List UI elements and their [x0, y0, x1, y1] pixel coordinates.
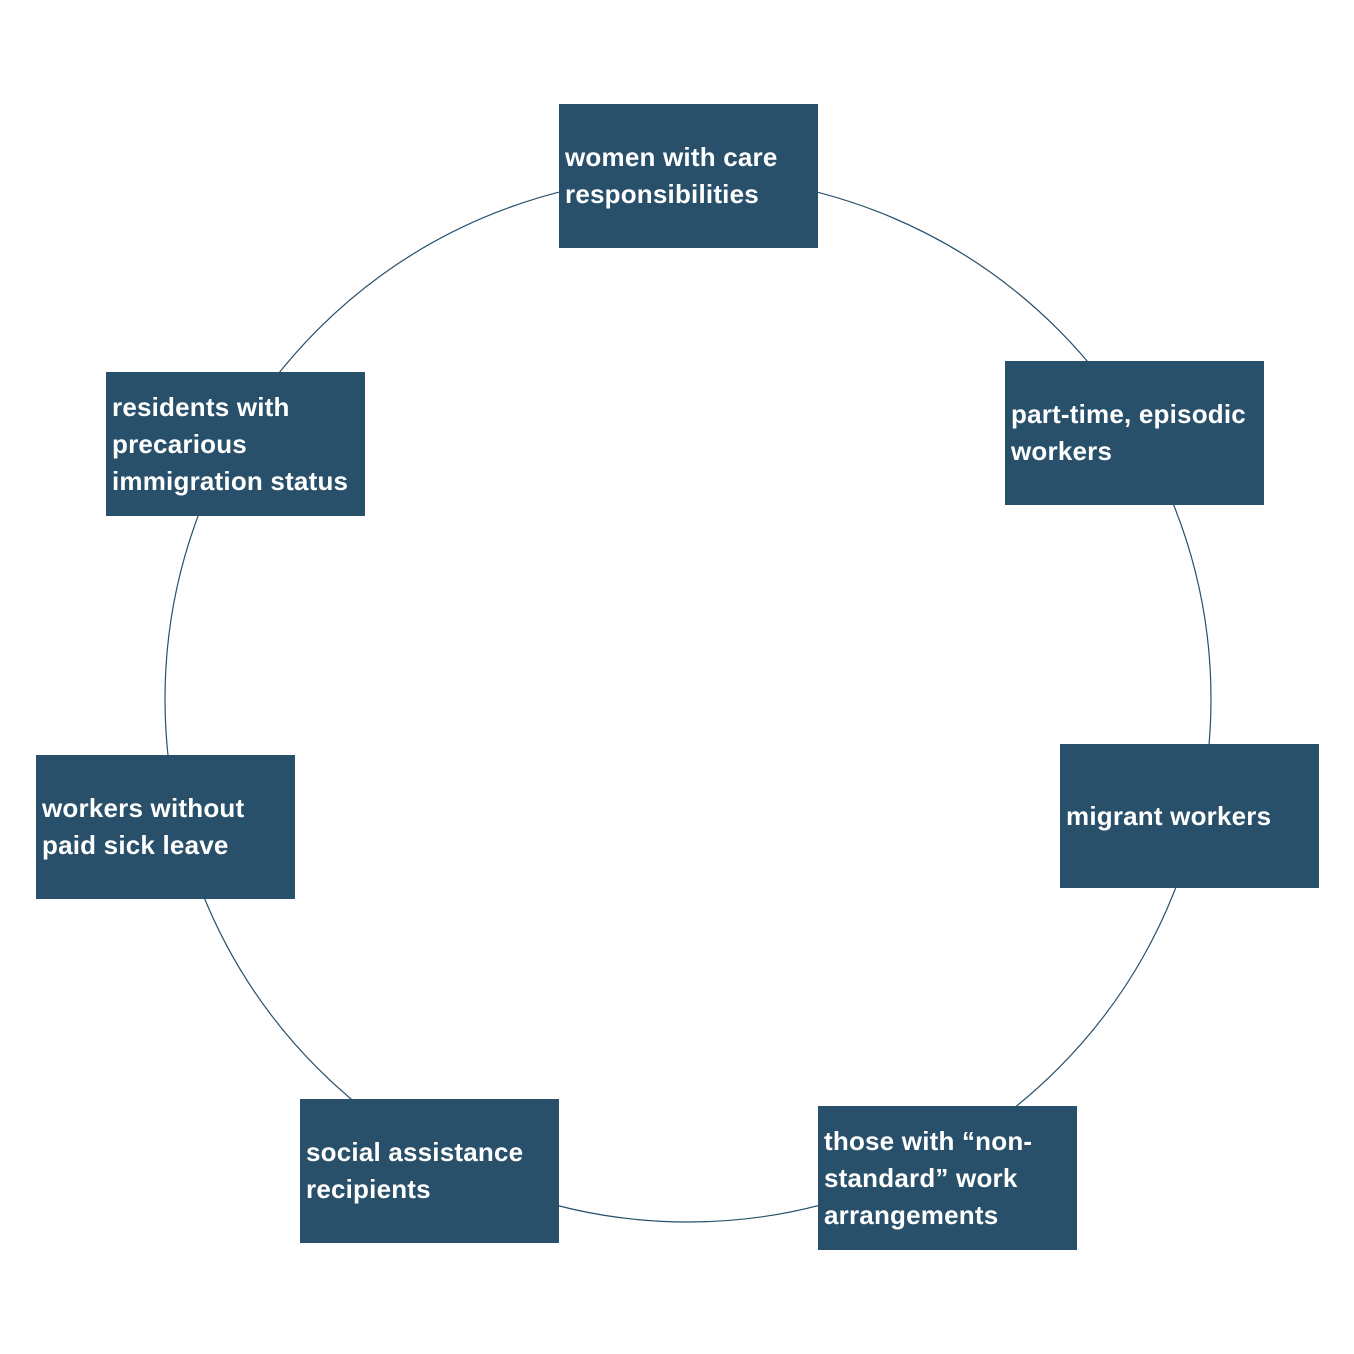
node-migrant-workers: migrant workers: [1060, 744, 1319, 888]
node-precarious-immigration-status: residents with precarious immigration st…: [106, 372, 365, 516]
node-label: part-time, episodic workers: [1011, 399, 1246, 466]
node-social-assistance-recipients: social assistance recipients: [300, 1099, 559, 1243]
node-label: migrant workers: [1066, 800, 1272, 831]
node-women-with-care-responsibilities: women with care responsibilities: [559, 104, 818, 248]
node-label: residents with precarious immigration st…: [112, 391, 349, 496]
node-non-standard-work-arrangements: those with “non-standard” work arrangeme…: [818, 1106, 1077, 1250]
node-workers-without-paid-sick-leave: workers without paid sick leave: [36, 755, 295, 899]
node-label: women with care responsibilities: [565, 142, 778, 209]
node-label: social assistance recipients: [306, 1137, 524, 1204]
node-label: workers without paid sick leave: [42, 793, 245, 860]
node-label: those with “non-standard” work arrangeme…: [824, 1125, 1033, 1230]
node-part-time-episodic-workers: part-time, episodic workers: [1005, 361, 1264, 505]
